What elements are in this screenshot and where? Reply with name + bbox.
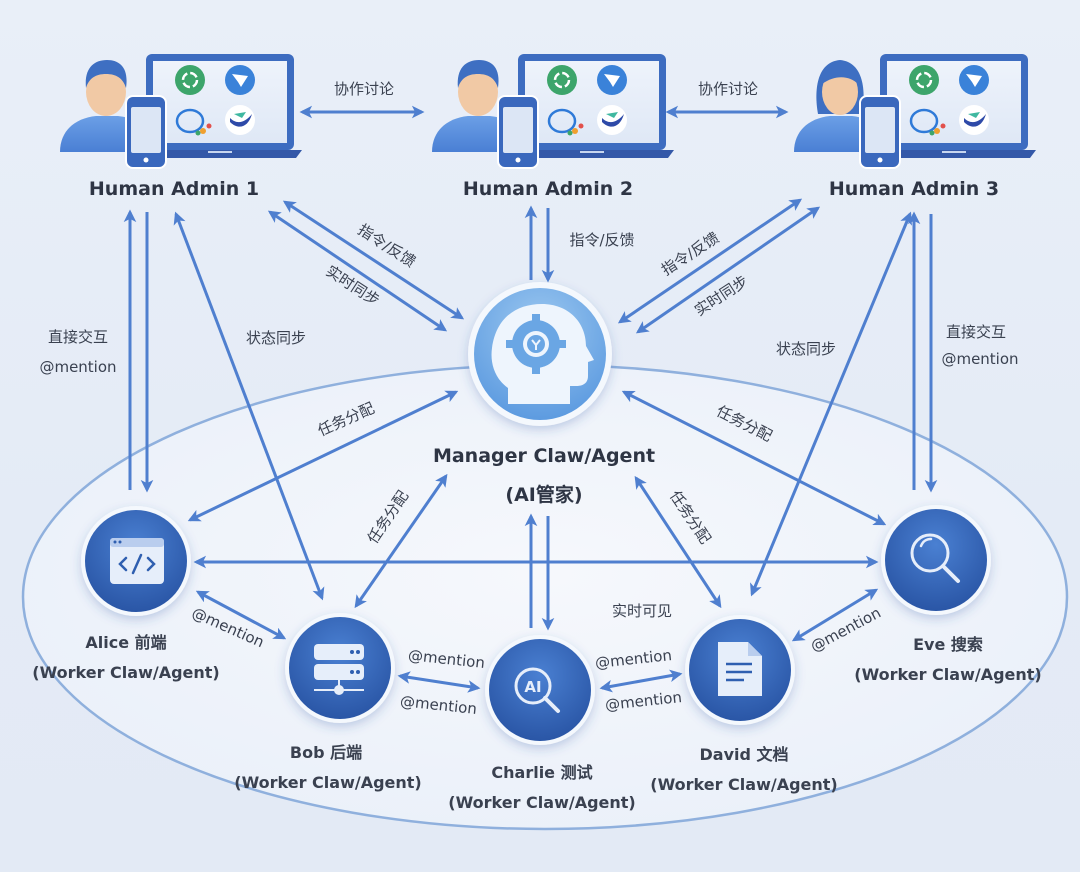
arrow-manager-david xyxy=(634,475,722,609)
label-cmd-feedback-2: 指令/反馈 xyxy=(569,231,634,249)
worker-eve-node xyxy=(881,505,991,615)
element-icon xyxy=(909,65,939,95)
worker-charlie-role: (Worker Claw/Agent) xyxy=(448,793,635,812)
ai-search-icon: AI xyxy=(514,667,560,713)
arrow-alice-bob xyxy=(195,590,287,640)
worker-bob-role: (Worker Claw/Agent) xyxy=(234,773,421,792)
worker-david-node xyxy=(685,615,795,725)
arrow-bob-charlie xyxy=(397,671,481,693)
admin-1 xyxy=(60,54,302,169)
worker-david-role: (Worker Claw/Agent) xyxy=(650,775,837,794)
element-icon xyxy=(547,65,577,95)
label-realtime-sync-3: 实时同步 xyxy=(691,272,751,320)
admin-1-name: Human Admin 1 xyxy=(89,178,259,200)
manager-name: Manager Claw/Agent xyxy=(433,445,655,467)
worker-david-name: David 文档 xyxy=(699,745,788,764)
admin-2-name: Human Admin 2 xyxy=(463,178,633,200)
admin-2 xyxy=(432,54,674,169)
laptop-icon xyxy=(510,54,674,158)
document-icon xyxy=(718,642,762,696)
lark-icon xyxy=(225,105,255,135)
person-female-icon xyxy=(794,60,888,152)
label-cmd-feedback-1: 指令/反馈 xyxy=(355,221,419,272)
worker-charlie-name: Charlie 测试 xyxy=(491,763,592,782)
connection-arrows xyxy=(123,105,938,693)
label-direct-right: 直接交互 xyxy=(946,323,1006,341)
wecom-icon xyxy=(175,108,212,136)
phone-icon xyxy=(497,95,539,169)
label-collab-1: 协作讨论 xyxy=(334,80,394,98)
search-icon xyxy=(910,533,960,583)
worker-alice-role: (Worker Claw/Agent) xyxy=(32,663,219,682)
head-gear-icon xyxy=(491,304,594,404)
code-window-icon xyxy=(110,538,164,584)
arrow-manager-bob xyxy=(354,473,448,609)
manager-node xyxy=(468,282,612,426)
label-mention-right: @mention xyxy=(941,350,1018,368)
arrow-manager-eve xyxy=(621,390,887,526)
label-cmd-feedback-3: 指令/反馈 xyxy=(658,229,722,280)
label-mention-left: @mention xyxy=(39,358,116,376)
lark-icon xyxy=(597,105,627,135)
label-direct-left: 直接交互 xyxy=(48,328,108,346)
label-status-sync-right: 状态同步 xyxy=(776,340,836,358)
label-realtime-visible: 实时可见 xyxy=(612,602,672,620)
svg-text:AI: AI xyxy=(524,678,541,696)
arrow-david-eve xyxy=(791,588,879,642)
worker-eve-role: (Worker Claw/Agent) xyxy=(854,665,1041,684)
admin-3 xyxy=(794,54,1036,169)
worker-eve-name: Eve 搜索 xyxy=(913,635,983,654)
phone-icon xyxy=(859,95,901,169)
arrow-manager-alice xyxy=(187,390,459,522)
server-icon xyxy=(314,644,364,695)
worker-charlie-node: AI xyxy=(485,635,595,745)
worker-alice-name: Alice 前端 xyxy=(85,633,166,652)
phone-icon xyxy=(125,95,167,169)
lark-icon xyxy=(959,105,989,135)
label-collab-2: 协作讨论 xyxy=(698,80,758,98)
worker-bob-node xyxy=(285,613,395,723)
label-status-sync-left: 状态同步 xyxy=(246,329,306,347)
wecom-icon xyxy=(547,108,584,136)
admin-3-name: Human Admin 3 xyxy=(829,178,999,200)
worker-bob-name: Bob 后端 xyxy=(290,743,362,762)
manager-subtitle: (AI管家) xyxy=(505,483,582,506)
element-icon xyxy=(175,65,205,95)
worker-alice-node xyxy=(81,506,191,616)
wecom-icon xyxy=(909,108,946,136)
arrow-charlie-david xyxy=(599,669,683,693)
